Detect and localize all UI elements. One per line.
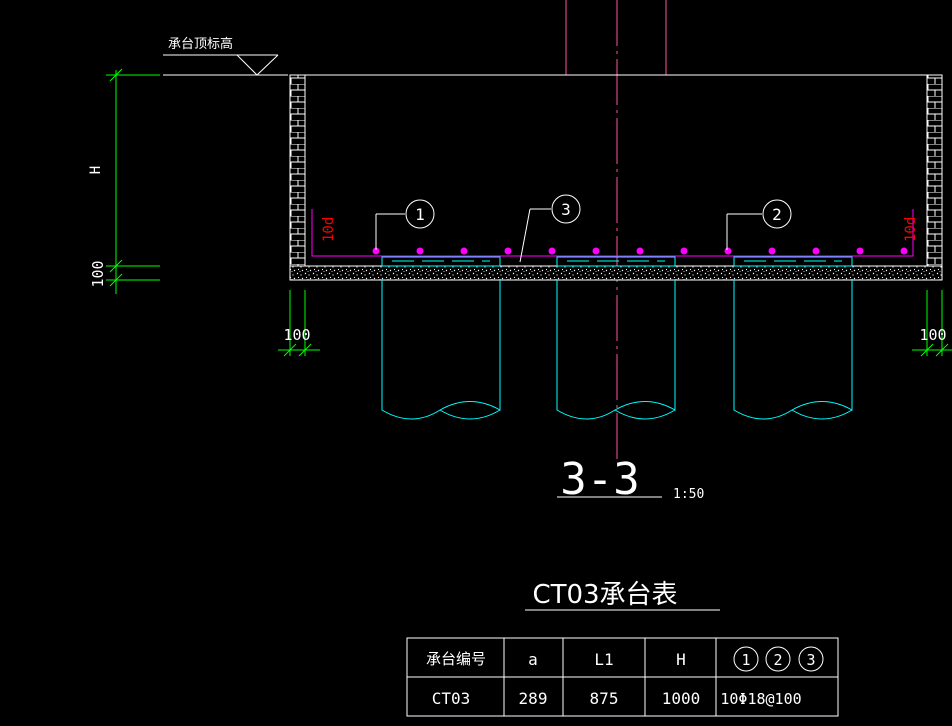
section-title: 3-3 1:50 — [557, 454, 704, 505]
rebar-dot — [812, 247, 820, 255]
rebar-dot — [548, 247, 556, 255]
cell-l1: 875 — [590, 689, 619, 708]
top-elevation-label: 承台顶标高 — [168, 36, 233, 52]
callout-3: 3 — [519, 194, 581, 263]
cushion-layer — [289, 265, 943, 281]
pile-2 — [556, 280, 676, 420]
rebar-dot — [592, 247, 600, 255]
rebar — [311, 209, 914, 257]
piles — [381, 280, 853, 420]
header-h: H — [676, 650, 686, 669]
anchor-right-label: 10d — [903, 217, 919, 242]
right-100-label: 100 — [919, 326, 946, 344]
svg-text:2: 2 — [772, 205, 782, 224]
rebar-dot — [724, 247, 732, 255]
table-title: CT03承台表 — [532, 580, 677, 610]
elevation-mark: 承台顶标高 — [163, 36, 288, 76]
svg-text:3: 3 — [561, 200, 571, 219]
right-brick-wall — [926, 74, 943, 267]
rebar-dot — [856, 247, 864, 255]
cell-id: CT03 — [432, 689, 471, 708]
height-label: H — [88, 166, 104, 174]
anchor-left-label: 10d — [321, 217, 337, 242]
rebar-dots — [372, 247, 908, 255]
svg-text:1: 1 — [415, 205, 425, 224]
rebar-dot — [504, 247, 512, 255]
rebar-dot — [636, 247, 644, 255]
rebar-dot — [416, 247, 424, 255]
rebar-dot — [460, 247, 468, 255]
header-a: a — [528, 650, 538, 669]
cell-a: 289 — [519, 689, 548, 708]
rebar-dot — [680, 247, 688, 255]
callout-1: 1 — [375, 199, 435, 250]
section-scale: 1:50 — [673, 487, 704, 502]
header-c1: 1 — [741, 651, 750, 669]
callout-2: 2 — [726, 199, 792, 250]
left-100-label: 100 — [283, 326, 310, 344]
pile-heads — [381, 256, 853, 267]
header-c3: 3 — [806, 651, 815, 669]
cap-table — [406, 637, 839, 717]
rebar-dot — [900, 247, 908, 255]
header-c2: 2 — [773, 651, 782, 669]
bottom-100-label: 100 — [89, 260, 107, 287]
left-offset-dimension — [278, 290, 320, 357]
rebar-dot — [768, 247, 776, 255]
header-id: 承台编号 — [426, 650, 486, 668]
cell-rebar: 10Φ18@100 — [720, 690, 801, 708]
pile-3 — [733, 280, 853, 420]
header-l1: L1 — [594, 650, 613, 669]
left-brick-wall — [289, 74, 306, 267]
rebar-dot — [372, 247, 380, 255]
pile-1 — [381, 280, 501, 420]
right-offset-dimension — [912, 290, 952, 357]
column — [565, 0, 667, 75]
height-dimension — [106, 68, 160, 294]
cell-h: 1000 — [662, 689, 701, 708]
